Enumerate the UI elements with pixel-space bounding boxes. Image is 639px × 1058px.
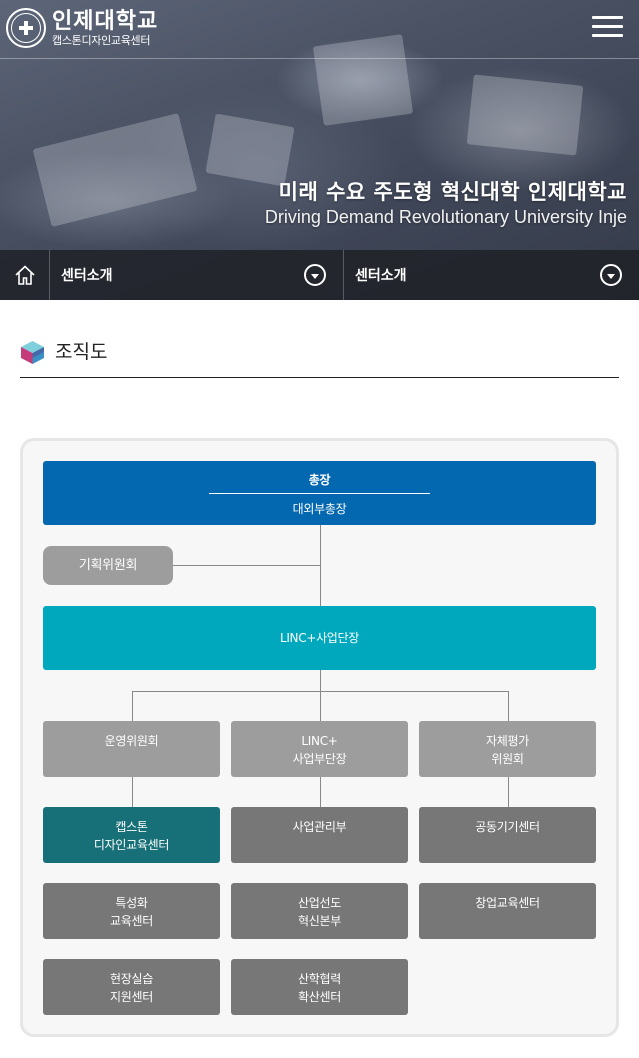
site-logo[interactable]: 인제대학교 캡스톤디자인교육센터: [6, 8, 158, 48]
chevron-down-circle-icon: [304, 264, 326, 286]
hero-banner: 인제대학교 캡스톤디자인교육센터 미래 수요 주도형 혁신대학 인제대학교 Dr…: [0, 0, 639, 300]
industry-innovation-box[interactable]: 산업선도 혁신본부: [231, 883, 408, 939]
org-box-label: 운영위원회: [104, 734, 159, 748]
page-title: 조직도: [55, 341, 108, 363]
org-box-label: 창업교육센터: [475, 896, 540, 910]
university-seal-icon: [6, 8, 46, 48]
chevron-down-circle-icon: [600, 264, 622, 286]
connector-line: [320, 525, 321, 606]
shared-equipment-center-box[interactable]: 공동기기센터: [419, 807, 596, 863]
org-box-label: 캡스톤: [115, 820, 148, 834]
connector-line: [508, 777, 509, 807]
divider: [209, 493, 430, 494]
self-evaluation-committee-box: 자체평가 위원회: [419, 721, 596, 777]
president-title: 총장: [308, 473, 331, 487]
university-name: 인제대학교: [52, 8, 159, 34]
org-box-label: LINC+: [301, 734, 338, 748]
org-chart: 총장 대외부총장 기획위원회 LINC+사업단장 운영위원회 LINC+ 사업부…: [20, 438, 619, 1037]
org-box-label: 혁신본부: [298, 914, 341, 928]
deputy-director-box: LINC+ 사업부단장: [231, 721, 408, 777]
org-box-label: 지원센터: [110, 990, 153, 1004]
location-dropdown-2[interactable]: 센터소개: [344, 250, 639, 300]
connector-line: [320, 670, 321, 691]
location-label-2: 센터소개: [355, 268, 407, 284]
director-box: LINC+사업단장: [43, 606, 596, 670]
specialized-education-center-box[interactable]: 특성화 교육센터: [43, 883, 220, 939]
org-box-label: 산학협력: [298, 972, 341, 986]
connector-line: [173, 565, 320, 566]
connector-line: [320, 777, 321, 807]
org-box-label: 산업선도: [298, 896, 341, 910]
capstone-design-center-box[interactable]: 캡스톤 디자인교육센터: [43, 807, 220, 863]
header-divider: [0, 58, 639, 59]
vice-president-title: 대외부총장: [292, 502, 347, 516]
cube-icon: [21, 341, 44, 364]
operating-committee-box: 운영위원회: [43, 721, 220, 777]
org-box-label: 위원회: [491, 752, 524, 766]
org-box-label: 사업부단장: [292, 752, 347, 766]
connector-line: [320, 691, 321, 721]
connector-line: [508, 691, 509, 721]
industry-cooperation-center-box[interactable]: 산학협력 확산센터: [231, 959, 408, 1015]
org-box-label: 자체평가: [486, 734, 529, 748]
hamburger-icon[interactable]: [592, 14, 623, 40]
location-bar: 센터소개 센터소개: [0, 250, 639, 300]
org-box-label: 디자인교육센터: [93, 838, 170, 852]
org-box-label: 특성화: [115, 896, 148, 910]
org-box-label: 현장실습: [110, 972, 153, 986]
field-practice-center-box[interactable]: 현장실습 지원센터: [43, 959, 220, 1015]
connector-line: [132, 691, 133, 721]
location-dropdown-1[interactable]: 센터소개: [50, 250, 344, 300]
startup-education-center-box[interactable]: 창업교육센터: [419, 883, 596, 939]
planning-committee-label: 기획위원회: [78, 557, 138, 573]
planning-committee-box: 기획위원회: [43, 546, 173, 585]
org-box-label: 공동기기센터: [475, 820, 540, 834]
home-icon[interactable]: [0, 250, 50, 300]
org-box-label: 확산센터: [298, 990, 341, 1004]
hero-subtitle: Driving Demand Revolutionary University …: [264, 207, 627, 227]
location-label-1: 센터소개: [61, 268, 113, 284]
president-box: 총장 대외부총장: [43, 461, 596, 525]
director-label: LINC+사업단장: [279, 631, 360, 645]
org-box-label: 사업관리부: [292, 820, 347, 834]
page-header: 조직도: [20, 338, 619, 378]
hero-title: 미래 수요 주도형 혁신대학 인제대학교: [278, 180, 627, 204]
connector-line: [132, 777, 133, 807]
business-management-box[interactable]: 사업관리부: [231, 807, 408, 863]
center-name: 캡스톤디자인교육센터: [52, 33, 151, 47]
org-box-label: 교육센터: [110, 914, 153, 928]
